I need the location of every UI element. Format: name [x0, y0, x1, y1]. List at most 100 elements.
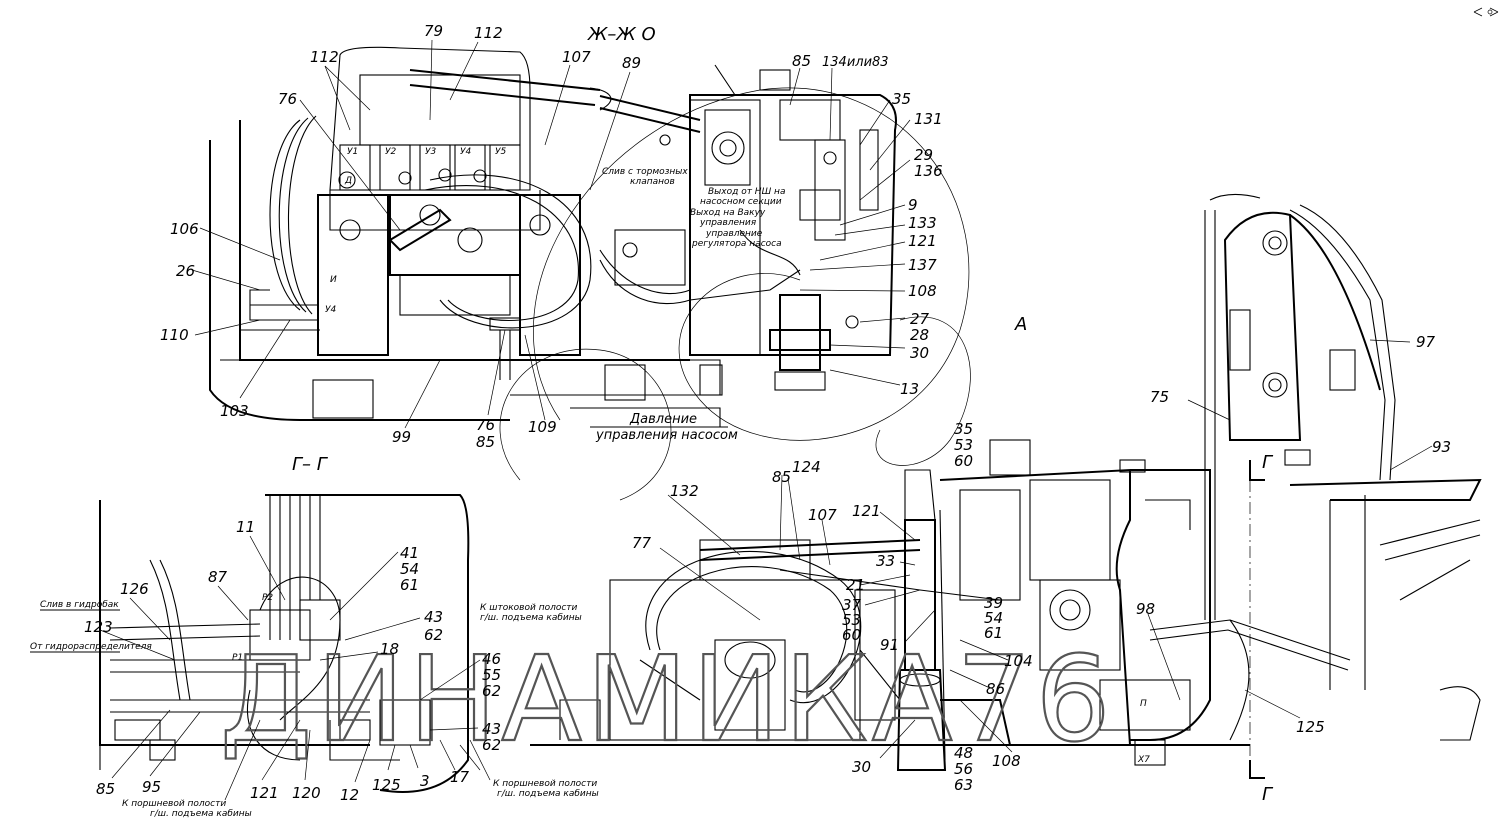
note-rod-cavity-2: г/ш. подъема кабины [480, 613, 582, 623]
callout-121: 121 [852, 502, 881, 520]
note-piston-right: К поршневой полости [493, 779, 597, 789]
callout-85: 85 [96, 780, 115, 798]
callout-108: 108 [992, 752, 1021, 770]
callout-29: 29 [914, 146, 933, 164]
section-top-label: Ж–Ж О [587, 24, 656, 45]
callout-85: 85 [792, 52, 811, 70]
note-pressure: Давление [629, 412, 697, 427]
tag-u4-block: У4 [325, 305, 336, 315]
callout-43: 43 [424, 608, 443, 626]
callout-17: 17 [450, 768, 470, 786]
callout-48: 48 [954, 744, 973, 762]
callout-60: 60 [954, 452, 973, 470]
callout-9: 9 [908, 196, 918, 214]
tag-p: П [1140, 699, 1147, 709]
cut-marker-top: Г [1262, 452, 1274, 473]
tag-d: Д [344, 176, 352, 186]
callout-55: 55 [482, 666, 501, 684]
tag-r1: Р1 [232, 653, 243, 663]
callout-numbers: 112 79 112 107 89 85 134или83 35 131 29 … [84, 22, 1451, 804]
callout-77: 77 [632, 534, 652, 552]
callout-28: 28 [910, 326, 929, 344]
callout-62: 62 [482, 682, 501, 700]
callout-104: 104 [1004, 652, 1033, 670]
callout-132: 132 [670, 482, 699, 500]
callout-13: 13 [900, 380, 919, 398]
callout-37: 37 [842, 596, 862, 614]
note-brake-drain: Слив с тормозных [602, 167, 688, 177]
tag-u3: У3 [425, 147, 436, 157]
background-loops [499, 87, 971, 501]
note-piston-left-2: г/ш. подъема кабины [150, 809, 252, 819]
callout-35: 35 [954, 420, 973, 438]
note-pump-out: Выход от НШ на [708, 187, 785, 197]
watermark-text: ДИНАМИКА76 [220, 630, 1115, 768]
callout-12: 12 [340, 786, 359, 804]
note-pressure-2: управления насосом [595, 428, 738, 443]
callout-137: 137 [908, 256, 937, 274]
callout-63: 63 [954, 776, 973, 794]
callout-46: 46 [482, 650, 501, 668]
callout-98: 98 [1136, 600, 1155, 618]
view-a-label: А [1014, 314, 1027, 335]
callout-134: 134или83 [822, 55, 889, 70]
callout-75: 75 [1150, 388, 1169, 406]
note-vacuum-2: управления [699, 218, 757, 228]
callout-86: 86 [986, 680, 1005, 698]
callout-126: 126 [120, 580, 149, 598]
section-left-label: Г– Г [292, 454, 329, 475]
callout-106: 106 [170, 220, 199, 238]
callout-61: 61 [984, 624, 1003, 642]
note-brake-drain-2: клапанов [630, 177, 675, 187]
right-cabinet [689, 64, 897, 391]
callout-60: 60 [842, 626, 861, 644]
callout-39: 39 [984, 594, 1003, 612]
callout-87: 87 [208, 568, 228, 586]
callout-61: 61 [400, 576, 419, 594]
callout-125: 125 [1296, 718, 1325, 736]
callout-95: 95 [142, 778, 161, 796]
callout-107: 107 [808, 506, 837, 524]
note-pump-control-2: регулятора насоса [691, 239, 782, 249]
corner-arrows-icon [1473, 7, 1499, 17]
callout-56: 56 [954, 760, 973, 778]
callout-79: 79 [424, 22, 443, 40]
note-pump-out-2: насосном секции [700, 197, 782, 207]
tag-u4: У4 [460, 147, 471, 157]
callout-30: 30 [852, 758, 871, 776]
callout-54: 54 [984, 609, 1003, 627]
callout-62: 62 [424, 626, 443, 644]
callout-103: 103 [220, 402, 249, 420]
note-piston-left: К поршневой полости [122, 799, 226, 809]
callout-121: 121 [908, 232, 937, 250]
callout-27: 27 [910, 310, 930, 328]
callout-85: 85 [772, 468, 791, 486]
frame-right-drawing [1204, 193, 1482, 741]
callout-110: 110 [160, 326, 189, 344]
section-top-drawing [209, 46, 897, 421]
callout-35: 35 [892, 90, 911, 108]
callout-3: 3 [420, 772, 430, 790]
callout-108: 108 [908, 282, 937, 300]
note-to-tank: Слив в гидробак [40, 600, 119, 610]
note-pump-control: управление [705, 229, 763, 239]
tag-u2: У2 [385, 147, 396, 157]
leader-lines [99, 39, 1433, 801]
callout-99: 99 [392, 428, 411, 446]
callout-112: 112 [310, 48, 339, 66]
callout-120: 120 [292, 784, 321, 802]
callout-76: 76 [278, 90, 297, 108]
valve-stack [338, 144, 521, 191]
note-rod-cavity: К штоковой полости [480, 603, 578, 613]
callout-124: 124 [792, 458, 821, 476]
callout-123: 123 [84, 618, 113, 636]
callout-41: 41 [400, 544, 419, 562]
tag-r2: Р2 [262, 593, 273, 603]
callout-93: 93 [1432, 438, 1451, 456]
callout-109: 109 [528, 418, 557, 436]
callout-133: 133 [908, 214, 937, 232]
callout-107: 107 [562, 48, 591, 66]
callout-11: 11 [236, 518, 255, 536]
callout-125: 125 [372, 776, 401, 794]
